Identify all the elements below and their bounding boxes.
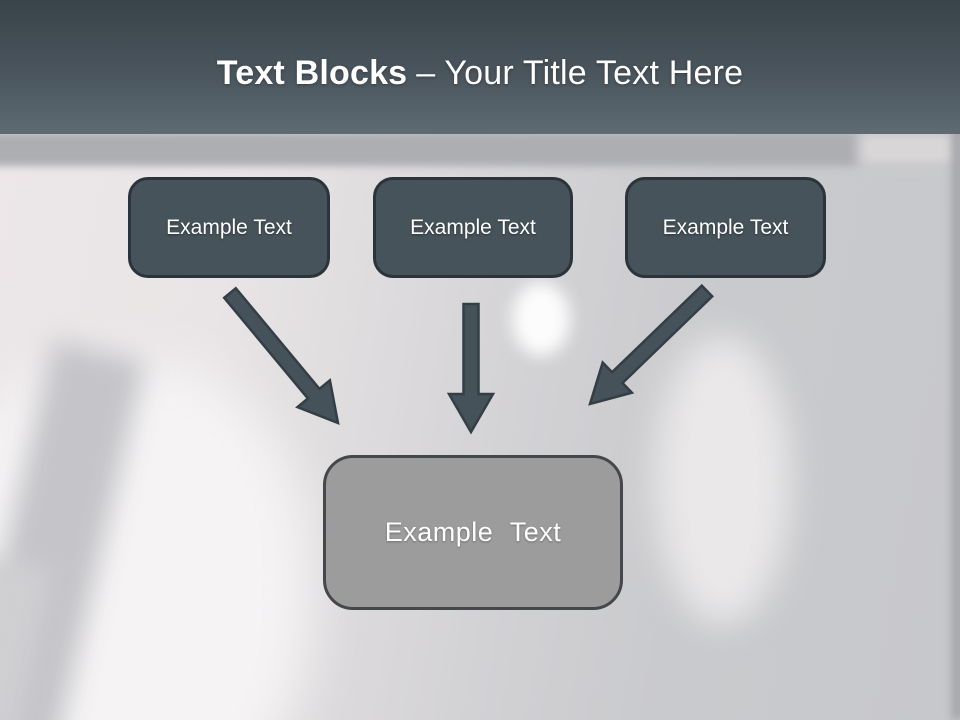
slide-title: Text Blocks–Your Title Text Here [217, 54, 743, 93]
title-placeholder-text: Your Title Text Here [444, 54, 744, 92]
title-dash: – [416, 54, 436, 92]
background-band-highlight [858, 131, 960, 167]
text-block-3: Example Text [625, 177, 826, 278]
background-bright-spot [512, 282, 570, 356]
text-block-2: Example Text [373, 177, 573, 278]
text-block-3-label: Example Text [662, 215, 789, 239]
text-block-1: Example Text [128, 177, 330, 278]
background-gray-band [0, 132, 960, 166]
text-block-1-label: Example Text [166, 215, 292, 239]
result-text-block-label: Example Text [384, 517, 562, 547]
text-block-2-label: Example Text [410, 215, 536, 239]
background-right-edge [951, 0, 960, 720]
result-text-block: Example Text [323, 455, 623, 610]
slide-header: Text Blocks–Your Title Text Here [0, 0, 960, 134]
title-main-text: Text Blocks [216, 54, 408, 92]
background-light-wedge [655, 335, 790, 625]
